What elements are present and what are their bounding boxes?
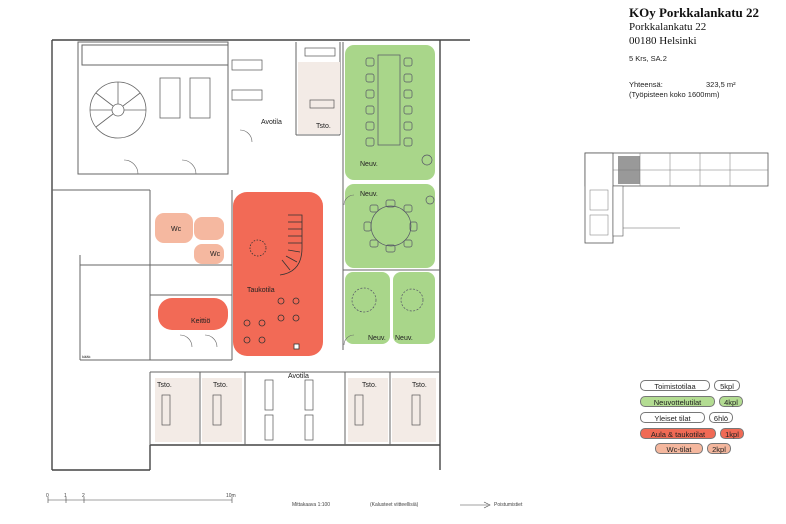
meeting-room-3 — [345, 272, 390, 344]
label-wc-2: Wc — [210, 251, 221, 258]
legend-lounge-count: 1kpl — [720, 428, 744, 439]
lounge-area — [233, 192, 323, 356]
legend-common-label: Yleiset tilat — [640, 412, 705, 423]
scale-tick-10: 10m — [226, 493, 236, 499]
scale-tick-0: 0 — [46, 493, 49, 499]
exit-routes-label: Poistumistiet — [494, 502, 523, 508]
wc-room-1 — [155, 213, 193, 243]
label-tsto-b3: Tsto. — [362, 382, 377, 389]
street-address: Porkkalankatu 22 — [629, 21, 707, 33]
total-area-value: 323,5 m² — [706, 80, 736, 89]
scale-bar — [47, 497, 491, 509]
label-keittio: Keittiö — [191, 318, 211, 325]
label-tsto-b4: Tsto. — [412, 382, 427, 389]
office-room-b2 — [202, 378, 242, 442]
legend-meeting-label: Neuvottelutilat — [640, 396, 715, 407]
floor-info: 5 Krs, SA.2 — [629, 54, 667, 63]
label-avotila-top: Avotila — [261, 119, 282, 126]
label-kaku: kääk — [82, 354, 90, 359]
meeting-furniture — [351, 54, 435, 313]
workspace-note: (Työpisteen koko 1600mm) — [629, 90, 720, 99]
label-tsto-top: Tsto. — [316, 123, 331, 130]
legend-office-count: 5kpl — [714, 380, 740, 391]
total-area-label: Yhteensä: — [629, 80, 663, 89]
label-neuv-3: Neuv. — [368, 335, 386, 342]
inner-walls — [52, 41, 440, 445]
label-tsto-b1: Tsto. — [157, 382, 172, 389]
label-taukotila: Taukotila — [247, 287, 275, 294]
lounge-furniture — [243, 214, 303, 350]
legend-wc-label: Wc-tilat — [655, 443, 703, 454]
doors — [123, 129, 355, 348]
legend-lounge-label: Aula & taukotilat — [640, 428, 716, 439]
furniture-note: (Kalusteet viitteellisiä) — [370, 502, 419, 508]
meeting-room-2 — [345, 184, 435, 268]
office-room-b4 — [392, 378, 436, 442]
postal-city: 00180 Helsinki — [629, 35, 697, 47]
desks — [161, 47, 421, 441]
label-wc-1: Wc — [171, 226, 182, 233]
spiral-stair — [89, 77, 211, 139]
legend-meeting-count: 4kpl — [719, 396, 743, 407]
kitchen-area — [158, 298, 228, 330]
legend-wc-count: 2kpl — [707, 443, 731, 454]
label-neuv-1: Neuv. — [360, 161, 378, 168]
office-room-top — [298, 62, 340, 134]
key-plan — [584, 152, 769, 244]
label-neuv-2: Neuv. — [360, 191, 378, 198]
scale-text: Mittakaava 1:100 — [292, 502, 331, 508]
building-title: KOy Porkkalankatu 22 — [629, 5, 760, 20]
label-avotila-bottom: Avotila — [288, 373, 309, 380]
label-neuv-4: Neuv. — [395, 335, 413, 342]
legend-office-label: Toimistotilaa — [640, 380, 710, 391]
outer-walls — [51, 39, 470, 471]
scale-tick-1: 1 — [64, 493, 67, 499]
wc-room-2 — [194, 244, 224, 264]
meeting-room-1 — [345, 45, 435, 180]
meeting-room-4 — [393, 272, 435, 344]
wc-room-1b — [194, 217, 224, 240]
legend-common-count: 6hlö — [709, 412, 733, 423]
label-tsto-b2: Tsto. — [213, 382, 228, 389]
scale-tick-2: 2 — [82, 493, 85, 499]
